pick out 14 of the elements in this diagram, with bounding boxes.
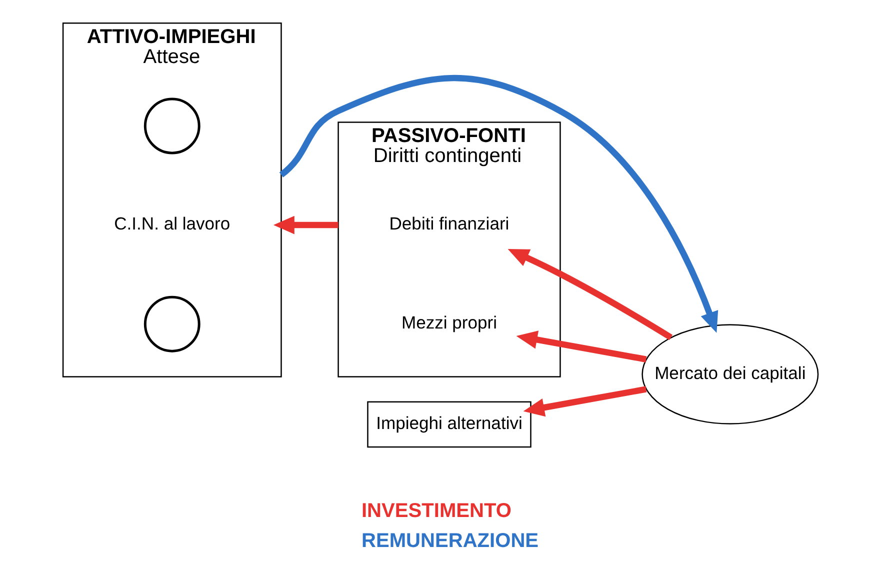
legend-label: INVESTIMENTO <box>360 500 511 522</box>
arrow <box>278 75 718 333</box>
node-text: Mezzi propri <box>400 312 497 333</box>
arrow <box>272 216 338 234</box>
legend-label: REMUNERAZIONE <box>360 530 538 552</box>
arrow <box>507 249 672 340</box>
node-ellipse: Mercato dei capitali <box>641 324 818 424</box>
node-arrow <box>143 98 200 154</box>
node-box: Impieghi alternativi <box>366 401 531 448</box>
node-arrow <box>143 296 200 352</box>
node-text: Debiti finanziari <box>388 214 509 234</box>
arrow <box>522 386 646 417</box>
arrow <box>516 330 646 362</box>
node-text: C.I.N. al lavoro <box>114 214 230 234</box>
